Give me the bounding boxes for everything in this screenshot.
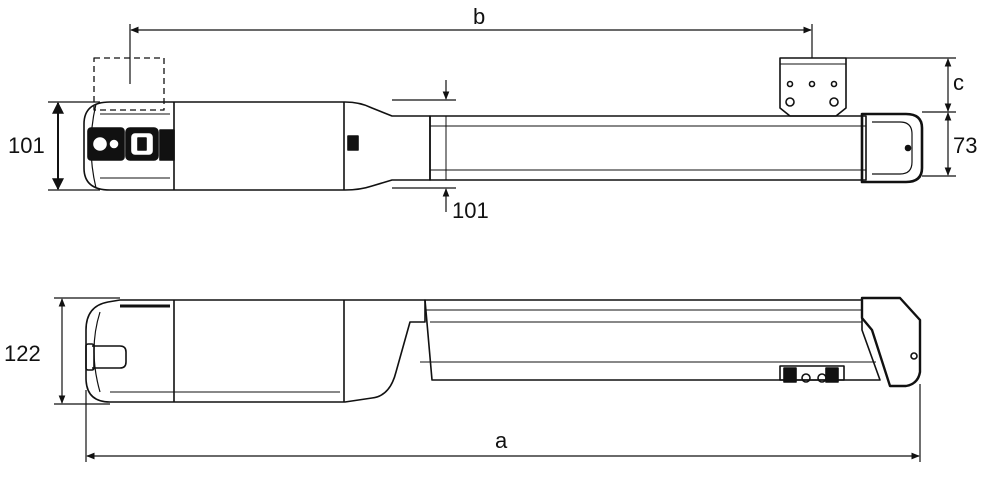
release-lock-hole (93, 137, 107, 151)
side-motor-body (85, 299, 426, 403)
bracket-hole (829, 97, 839, 107)
label-height-side: 122 (4, 341, 41, 366)
side-bracket-bolt (801, 373, 811, 383)
label-c: c (953, 70, 964, 95)
label-a: a (495, 428, 508, 453)
label-height-top: 101 (8, 133, 45, 158)
arm-end-cap-inner (872, 121, 913, 175)
side-arm (424, 299, 881, 381)
arm (429, 115, 867, 181)
label-bracket-height: 73 (953, 133, 977, 158)
connector-pin (137, 137, 147, 151)
side-view (85, 296, 922, 403)
bracket-hole (785, 97, 795, 107)
label-b: b (473, 4, 485, 29)
arm-end-screw (904, 144, 912, 152)
side-motor-end-curve (93, 311, 101, 393)
motor-body (83, 101, 431, 191)
release-lever-knob (85, 343, 95, 371)
label-arm-height: 101 (452, 198, 489, 223)
top-view (83, 57, 924, 191)
bracket-hole (786, 80, 794, 88)
side-arm-end-hole (910, 352, 918, 360)
dashed-bracket-outline (93, 57, 165, 111)
side-dimensions (54, 297, 921, 462)
side-bracket-plate (783, 367, 797, 383)
arm-end-cap (860, 112, 924, 184)
bracket-hole (808, 80, 816, 88)
release-lever (92, 345, 127, 369)
motor-window (159, 129, 175, 161)
side-bracket (779, 365, 845, 381)
top-dimensions (48, 24, 956, 212)
side-arm-end-cap (860, 296, 922, 388)
collar-badge (347, 135, 359, 151)
bracket-hole (830, 80, 838, 88)
side-bracket-nut (825, 367, 839, 383)
release-lock-screw (109, 139, 119, 149)
